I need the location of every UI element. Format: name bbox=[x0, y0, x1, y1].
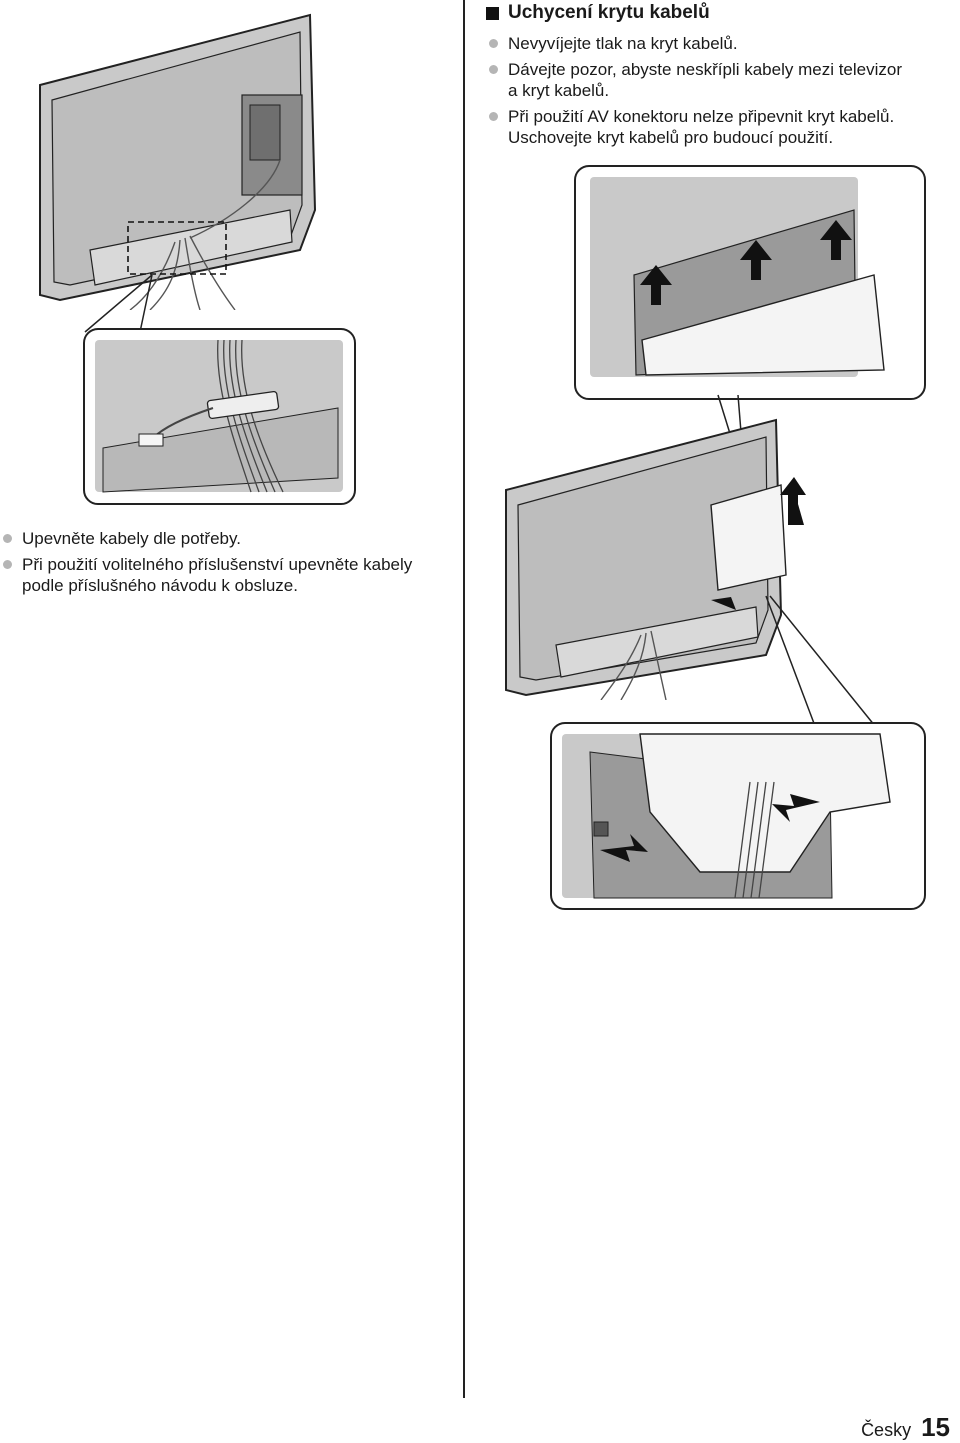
language-label: Česky bbox=[861, 1420, 912, 1440]
note-item: Při použití AV konektoru nelze připevnit… bbox=[486, 106, 946, 148]
cable-cover-notes: Nevyvíjejte tlak na kryt kabelů. Dávejte… bbox=[486, 33, 946, 153]
note-text: Nevyvíjejte tlak na kryt kabelů. bbox=[508, 34, 738, 53]
section-heading: Uchycení krytu kabelů bbox=[486, 2, 710, 24]
callout-pointer-bottom bbox=[765, 595, 876, 727]
note-text: Upevněte kabely dle potřeby. bbox=[22, 529, 241, 548]
note-item: Při použití volitelného příslušenství up… bbox=[0, 554, 460, 596]
note-text: Při použití volitelného příslušenství up… bbox=[22, 555, 413, 574]
note-item: Nevyvíjejte tlak na kryt kabelů. bbox=[486, 33, 946, 54]
note-item: Dávejte pozor, abyste neskřípli kabely m… bbox=[486, 59, 946, 101]
bullet-dot-icon bbox=[489, 39, 498, 48]
callout-pointer bbox=[84, 274, 153, 333]
cable-clamp-detail bbox=[83, 328, 356, 505]
cover-attach-detail bbox=[550, 722, 926, 910]
heading-square-icon bbox=[486, 6, 499, 20]
note-text: a kryt kabelů. bbox=[508, 81, 610, 100]
note-text: Uschovejte kryt kabelů pro budoucí použi… bbox=[508, 128, 834, 147]
column-divider bbox=[463, 0, 465, 1398]
note-text: Při použití AV konektoru nelze připevnit… bbox=[508, 107, 895, 126]
cover-hooks-detail bbox=[574, 165, 926, 400]
bullet-dot-icon bbox=[3, 560, 12, 569]
tv-cover-lift-illustration bbox=[505, 418, 806, 700]
tv-back-cables-illustration bbox=[39, 13, 317, 310]
note-text: podle příslušného návodu k obsluze. bbox=[22, 576, 298, 595]
bullet-dot-icon bbox=[489, 112, 498, 121]
page-number: 15 bbox=[921, 1412, 950, 1442]
note-text: Dávejte pozor, abyste neskřípli kabely m… bbox=[508, 60, 903, 79]
bullet-dot-icon bbox=[3, 534, 12, 543]
cable-fixing-notes: Upevněte kabely dle potřeby. Při použití… bbox=[0, 528, 460, 601]
bullet-dot-icon bbox=[489, 65, 498, 74]
note-item: Upevněte kabely dle potřeby. bbox=[0, 528, 460, 549]
section-title-text: Uchycení krytu kabelů bbox=[508, 2, 710, 23]
page-footer: Česky 15 bbox=[861, 1412, 950, 1443]
